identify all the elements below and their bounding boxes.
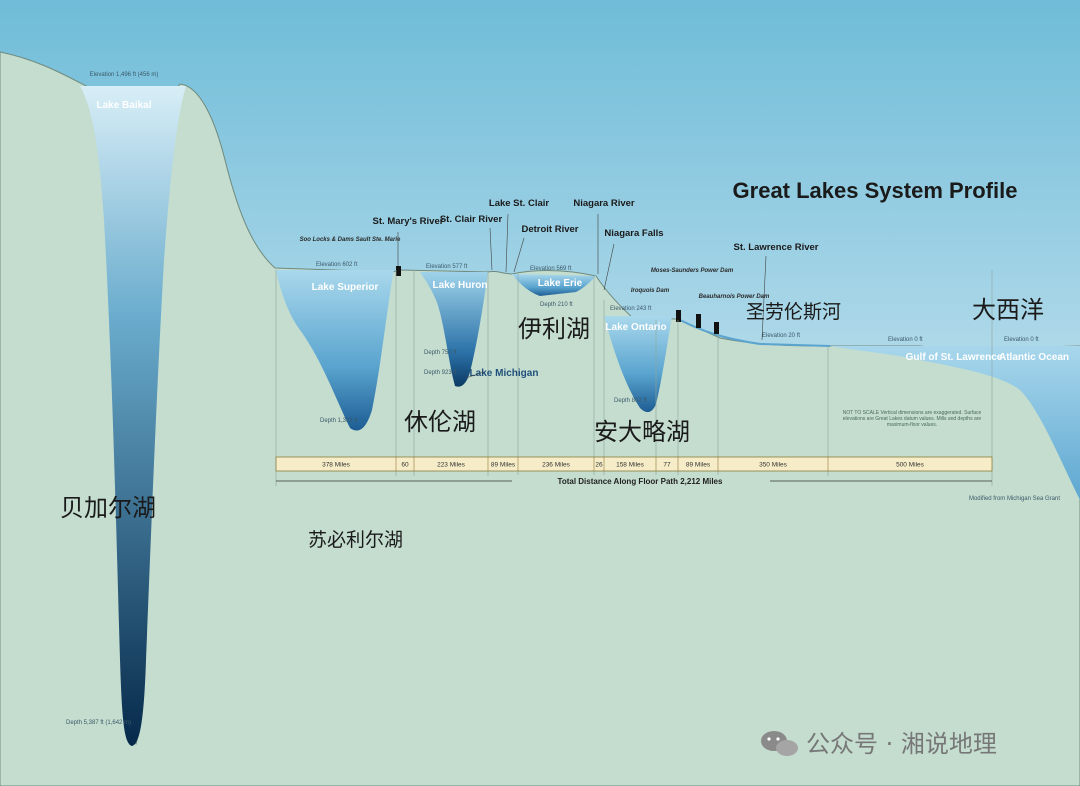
label-atlantic-ocean: Atlantic Ocean (999, 352, 1069, 363)
lake-ontario-water (604, 316, 672, 413)
diagram-title: Great Lakes System Profile (733, 178, 1018, 203)
note-huron-elevation: Elevation 577 ft (426, 264, 468, 270)
beauharnois-dam-icon (714, 322, 719, 334)
note-erie-elevation: Elevation 569 ft (530, 266, 572, 272)
lake-erie-water (512, 274, 596, 296)
distance-segments: 378 Miles 60 223 Miles 89 Miles 236 Miles 26 1… (322, 457, 925, 471)
note-st-lawrence-elevation: Elevation 20 ft (762, 333, 800, 339)
label-lake-st-clair: Lake St. Clair (489, 198, 549, 209)
sault-locks-dam-icon (396, 266, 401, 276)
label-detroit-river: Detroit River (521, 224, 578, 235)
label-st-clair-river: St. Clair River (440, 214, 503, 225)
distance-segment-label: 89 Miles (686, 462, 711, 469)
distance-segment-label: 223 Miles (437, 462, 466, 469)
note-superior-depth: Depth 1,333 ft (320, 418, 358, 424)
label-niagara-river: Niagara River (573, 198, 635, 209)
distance-segment-label: 236 Miles (542, 462, 571, 469)
label-sault-locks: Soo Locks & Dams Sault Ste. Marie (300, 237, 401, 243)
note-huron-depth: Depth 750 ft (424, 350, 457, 356)
lake-baikal-water (80, 86, 186, 746)
lake-superior-water (276, 270, 394, 431)
distance-segment-label: 350 Miles (759, 462, 788, 469)
label-lake-erie: Lake Erie (538, 278, 583, 289)
distance-segment-label: 26 (595, 462, 603, 469)
lake-huron-water (420, 272, 488, 387)
label-lake-baikal: Lake Baikal (96, 100, 151, 111)
cn-label-erie: 伊利湖 (518, 315, 590, 343)
st-lawrence-river-surface (679, 319, 831, 347)
note-baikal-depth: Depth 5,387 ft (1,642 m) (66, 720, 131, 726)
label-lake-huron: Lake Huron (432, 280, 487, 291)
distance-segment-label: 77 (663, 462, 671, 469)
note-michigan-depth: Depth 923 ft (424, 370, 457, 376)
distance-segment-label: 378 Miles (322, 462, 351, 469)
cn-label-ontario: 安大略湖 (594, 418, 690, 446)
distance-segment-label: 158 Miles (616, 462, 645, 469)
leader-lines (397, 213, 767, 379)
moses-saunders-dam-icon (696, 314, 701, 328)
label-beauharnois-dam: Beauharnois Power Dam (699, 294, 770, 300)
cn-label-huron: 休伦湖 (404, 408, 476, 436)
total-distance-label: Total Distance Along Floor Path 2,212 Mi… (558, 477, 723, 486)
note-gulf-elevation: Elevation 0 ft (888, 337, 923, 343)
note-credit: Modified from Michigan Sea Grant (969, 496, 1060, 502)
note-atlantic-elevation: Elevation 0 ft (1004, 337, 1039, 343)
total-distance-label-bg (512, 475, 770, 487)
gulf-atlantic-water (830, 346, 1080, 500)
note-erie-depth: Depth 210 ft (540, 302, 573, 308)
cn-label-atlantic: 大西洋 (972, 296, 1044, 324)
label-moses-saunders-dam: Moses-Saunders Power Dam (651, 268, 734, 274)
note-not-to-scale: NOT TO SCALE Vertical dimensions are exa… (842, 410, 982, 428)
distance-scale-bar (275, 456, 993, 472)
iroquois-dam-icon (676, 310, 681, 322)
cn-label-st-lawrence: 圣劳伦斯河 (746, 301, 841, 323)
distance-segment-label: 500 Miles (896, 462, 925, 469)
watermark-text: 公众号 · 湘说地理 (806, 730, 997, 758)
note-not-to-scale-box: NOT TO SCALE Vertical dimensions are exa… (842, 410, 982, 428)
label-niagara-falls: Niagara Falls (604, 228, 663, 239)
label-gulf-st-lawrence: Gulf of St. Lawrence (906, 352, 1003, 363)
distance-guide-lines (275, 270, 993, 486)
label-lake-michigan: Lake Michigan (470, 368, 539, 379)
label-lake-superior: Lake Superior (312, 282, 379, 293)
note-ontario-depth: Depth 802 ft (614, 398, 647, 404)
label-lake-ontario: Lake Ontario (605, 322, 666, 333)
wechat-icon (761, 731, 798, 756)
note-baikal-elevation: Elevation 1,496 ft (456 m) (90, 72, 159, 78)
label-st-lawrence-river: St. Lawrence River (733, 242, 818, 253)
cn-label-superior: 苏必利尔湖 (308, 529, 403, 551)
distance-segment-label: 89 Miles (491, 462, 516, 469)
label-iroquois-dam: Iroquois Dam (631, 288, 670, 294)
distance-segment-label: 60 (401, 462, 409, 469)
label-st-marys-river: St. Mary's River (373, 216, 444, 227)
note-ontario-elevation: Elevation 243 ft (610, 306, 652, 312)
note-superior-elevation: Elevation 602 ft (316, 262, 358, 268)
cn-label-baikal: 贝加尔湖 (60, 494, 156, 522)
